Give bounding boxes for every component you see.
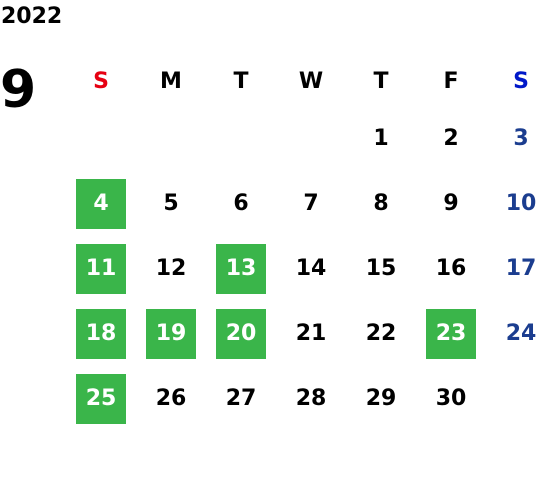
calendar-cell: 2 [416,106,486,171]
calendar-cell: 1 [346,106,416,171]
calendar-day-highlighted[interactable]: 25 [76,373,126,424]
calendar-cell: 27 [206,366,276,431]
calendar-day[interactable]: 21 [295,321,327,346]
calendar-day[interactable]: 30 [435,386,467,411]
calendar-day[interactable]: 1 [373,126,389,151]
calendar-cell: 17 [486,236,548,301]
calendar-cell: 12 [136,236,206,301]
weekday-header-mon: M [160,68,182,94]
calendar-cell: 10 [486,171,548,236]
weekday-header-sun: S [93,68,109,94]
calendar-cell: 14 [276,236,346,301]
calendar-day[interactable]: 28 [295,386,327,411]
calendar-day-highlighted[interactable]: 11 [76,243,126,294]
calendar-day[interactable]: 16 [435,256,467,281]
calendar-cell: 15 [346,236,416,301]
calendar-month: 9 [0,60,37,120]
calendar-cell: 16 [416,236,486,301]
calendar-cell [206,106,276,171]
calendar-day-highlighted[interactable]: 19 [146,308,196,359]
calendar-day[interactable]: 29 [365,386,397,411]
calendar-cell: 11 [66,236,136,301]
calendar-cell: 7 [276,171,346,236]
weekday-header-thu: T [373,68,389,94]
calendar-day[interactable]: 17 [505,256,537,281]
calendar-cell: 25 [66,366,136,431]
weekday-header-sat: S [513,68,529,94]
calendar-cell: 24 [486,301,548,366]
calendar-cell [136,106,206,171]
calendar-cell: 9 [416,171,486,236]
calendar-day-highlighted[interactable]: 18 [76,308,126,359]
calendar-day[interactable]: 26 [155,386,187,411]
calendar-cell: 21 [276,301,346,366]
calendar-cell: 18 [66,301,136,366]
calendar-cell [276,106,346,171]
calendar-cell [486,366,548,431]
calendar-day-highlighted[interactable]: 20 [216,308,266,359]
calendar-day[interactable]: 12 [155,256,187,281]
weekday-header-wed: W [298,68,324,94]
calendar-cell: 13 [206,236,276,301]
calendar-day[interactable]: 2 [443,126,459,151]
weekday-header-fri: F [443,68,459,94]
calendar-cell: 28 [276,366,346,431]
calendar-cell: 4 [66,171,136,236]
calendar-day[interactable]: 6 [233,191,249,216]
calendar-day-highlighted[interactable]: 23 [426,308,476,359]
calendar-cell: 19 [136,301,206,366]
calendar-cell: 22 [346,301,416,366]
calendar-day[interactable]: 22 [365,321,397,346]
calendar-cell [66,106,136,171]
calendar-day[interactable]: 9 [443,191,459,216]
calendar-cell: 23 [416,301,486,366]
calendar-day[interactable]: 8 [373,191,389,216]
calendar-cell: 30 [416,366,486,431]
weekday-header-tue: T [233,68,249,94]
calendar-day[interactable]: 15 [365,256,397,281]
calendar-cell: 8 [346,171,416,236]
calendar-day-highlighted[interactable]: 4 [76,178,126,229]
calendar-cell: 26 [136,366,206,431]
calendar-day[interactable]: 5 [163,191,179,216]
calendar-day[interactable]: 7 [303,191,319,216]
calendar-cell: 20 [206,301,276,366]
calendar-day[interactable]: 27 [225,386,257,411]
calendar-day[interactable]: 3 [513,126,529,151]
calendar-day[interactable]: 14 [295,256,327,281]
calendar-cell: 5 [136,171,206,236]
calendar-cell: 29 [346,366,416,431]
calendar-day[interactable]: 24 [505,321,537,346]
calendar-cell: 6 [206,171,276,236]
calendar-year: 2022 [1,4,63,29]
calendar-day[interactable]: 10 [505,191,537,216]
calendar-cell: 3 [486,106,548,171]
calendar-day-highlighted[interactable]: 13 [216,243,266,294]
